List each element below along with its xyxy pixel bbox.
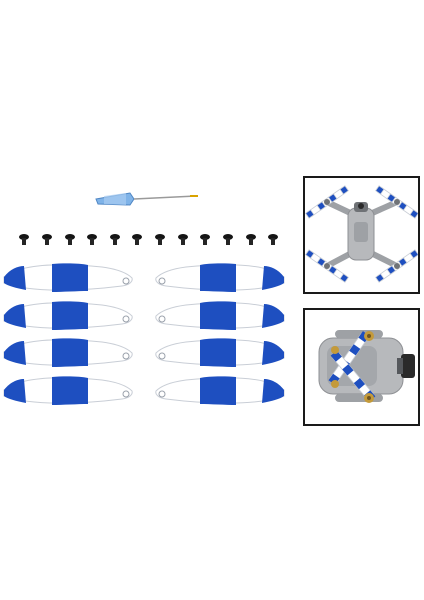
propeller-blade-icon [156,376,284,405]
propeller-blade-icon [156,301,284,330]
screw-icon [268,234,278,245]
drone-unfolded-inset [303,176,420,294]
drone-folded-icon [318,330,415,403]
screw-icon [87,234,97,245]
screw-icon [65,234,75,245]
screw-icon [42,234,52,245]
screw-icon [19,234,29,245]
propeller-blade-icon [3,262,133,293]
screw-icon [178,234,188,245]
propeller-blade-icon [156,263,284,292]
screwdriver-icon [95,192,198,206]
screw-icon [200,234,210,245]
propeller-blade-icon [3,337,133,368]
propeller-blade-icon [3,300,133,331]
drone-folded-inset [303,308,420,426]
screw-icon [223,234,233,245]
screw-icon [110,234,120,245]
propeller-blade-icon [156,338,284,367]
drone-icon [305,185,419,283]
screw-icon [155,234,165,245]
propeller-blade-icon [3,375,133,406]
screw-icon [246,234,256,245]
screw-set [19,234,278,245]
screw-icon [132,234,142,245]
